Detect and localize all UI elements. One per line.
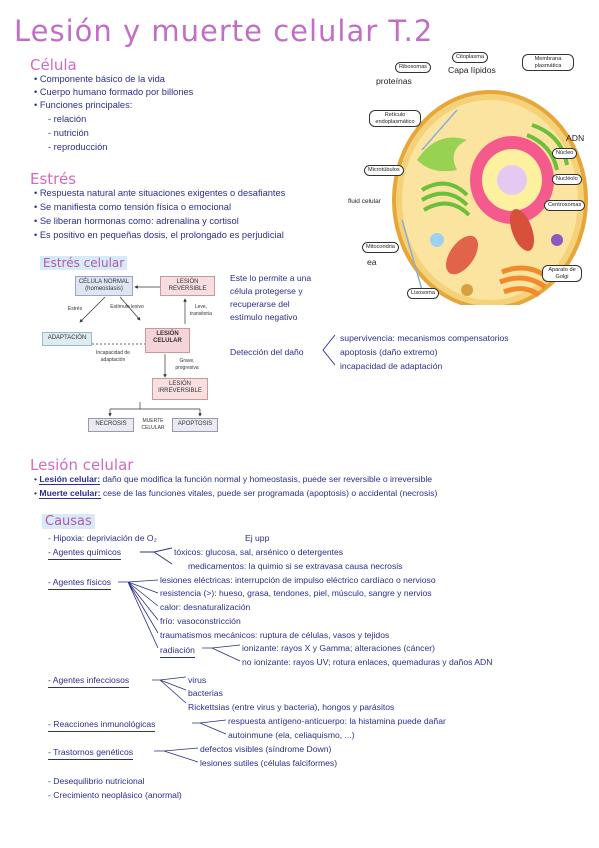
box-necrosis: NECROSIS [88,418,134,432]
causa-desequilibrio: - Desequilibrio nutricional [48,776,145,786]
causa-hipoxia-ej: Ej upp [245,533,270,543]
celula-sub-1: - relación [48,114,87,124]
causa-inmuno: - Reacciones inmunológicas [48,718,156,732]
cell-label-reticulo: Retículo endoplasmático [369,110,421,127]
quimicos-item-2: medicamentos: la quimio si se extravasa … [188,561,403,571]
cell-note-fluid: fluid celular [348,198,381,205]
celula-heading: Célula [30,56,77,74]
celula-item-1: • Componente básico de la vida [34,74,165,84]
note-line-4: estímulo negativo [230,312,298,322]
fisicos-item-1: lesiones eléctricas: interrupción de imp… [160,575,436,585]
estres-item-4: • Es positivo en pequeñas dosis, el prol… [34,230,284,240]
fisicos-item-5: traumatismos mecánicos: ruptura de célul… [160,630,390,640]
box-apoptosis: APOPTOSIS [172,418,218,432]
note-line-1: Este lo permite a una [230,273,312,283]
box-lesion-reversible: LESIÓN REVERSIBLE [160,276,215,296]
label-grave: Grave, progresiva [175,358,199,371]
celula-item-2: • Cuerpo humano formado por billones [34,87,194,97]
cell-label-mitocondria: Mitocondria [362,242,399,253]
celula-sub-3: - reproducción [48,142,108,152]
celula-item-3: • Funciones principales: [34,100,133,110]
inmuno-item-1: respuesta antígeno-anticuerpo: la histam… [228,716,446,726]
causa-geneticos: - Trastornos genéticos [48,746,134,760]
cell-illustration: Ribosomas Citoplasma Membrana plasmática… [348,50,592,305]
box-adaptacion: ADAPTACIÓN [42,332,92,346]
cell-drawing [392,90,588,305]
note-line-2: célula protegerse y [230,286,303,296]
fisicos-item-2: resistencia (>): hueso, grasa, tendones,… [160,588,432,598]
radiacion-bracket [202,644,241,662]
deteccion-label: Detección del daño [230,347,304,357]
geneticos-item-1: defectos visibles (síndrome Down) [200,744,332,754]
diagram-arrows [79,285,202,417]
causa-hipoxia: - Hipoxia: depriviación de O₂ [48,533,157,543]
fisicos-item-4: frío: vasoconstricción [160,616,241,626]
lesion-heading: Lesión celular [30,456,134,474]
lesion-item-2: • Muerte celular: cese de las funciones … [34,488,438,499]
cell-label-microtubulos: Microtúbulos [364,165,404,176]
inmuno-bracket [192,719,227,735]
causa-quimicos: - Agentes químicos [48,546,122,560]
estres-item-2: • Se manifiesta como tensión física o em… [34,202,232,212]
fisicos-bracket [118,579,159,649]
cell-label-ribosomas: Ribosomas [395,62,431,73]
cell-note-adn: ADN [566,133,585,143]
cell-label-golgi: Aparato de Golgi [542,265,582,282]
inmuno-item-2: autoinmune (ela, celiaquismo, ...) [228,730,355,740]
infecciosos-item-1: virus [188,675,207,685]
label-leve: Leve, transitoria [190,304,212,317]
estres-heading: Estrés [30,170,77,188]
cell-label-nucleolo: Nucléolo [552,174,582,185]
cell-label-membrana: Membrana plasmática [522,54,574,71]
radiacion-item-2: no ionizante: rayos UV; rotura enlaces, … [242,657,493,667]
label-incapacidad: Incapacidad de adaptación [96,350,130,363]
label-muerte-celular: MUERTE CELULAR [141,418,165,431]
cell-label-centrosomas: Centrosomas [544,200,586,211]
cell-note-mitocondria: ea [367,257,377,267]
deteccion-item-3: incapacidad de adaptación [340,361,443,371]
geneticos-item-2: lesiones sutiles (células falciformes) [200,758,338,768]
fisicos-item-6: radiación [160,644,195,658]
radiacion-item-1: ionizante: rayos X y Gamma; alteraciones… [242,643,435,653]
infecciosos-bracket [152,676,187,704]
causa-crecimiento: - Crecimiento neoplásico (anormal) [48,790,182,800]
deteccion-item-2: apoptosis (daño extremo) [340,347,438,357]
cell-label-citoplasma: Citoplasma [452,52,488,63]
lesion-item-1: • Lesión celular: daño que modifica la f… [34,474,433,485]
lesion-term-1: Lesión celular: [39,474,101,485]
label-estimulo: Estímulo lesivo [110,304,144,310]
label-estres: Estrés [67,306,83,312]
estres-item-1: • Respuesta natural ante situaciones exi… [34,188,286,198]
cell-label-lisosoma: Lisosoma [407,288,439,299]
cell-note-proteinas: proteínas [376,76,412,86]
cell-note-capa: Capa lípidos [448,65,496,75]
causas-heading: Causas [42,514,95,529]
celula-sub-2: - nutrición [48,128,89,138]
lesion-term-2: Muerte celular: [39,488,101,499]
box-lesion-irreversible: LESIÓN IRREVERSIBLE [152,378,208,400]
fisicos-item-3: calor: desnaturalización [160,602,251,612]
infecciosos-item-3: Rickettsias (entre virus y bacteria), ho… [188,702,395,712]
infecciosos-item-2: bacterias [188,688,223,698]
page-title: Lesión y muerte celular T.2 [14,14,434,48]
lesion-text-1: daño que modifica la función normal y ho… [102,474,433,484]
deteccion-bracket [322,334,336,366]
box-normal: CÉLULA NORMAL (homeostasis) [75,276,133,296]
deteccion-item-1: supervivencia: mecanismos compensatorios [340,333,509,343]
estres-item-3: • Se liberan hormonas como: adrenalina y… [34,216,239,226]
geneticos-bracket [154,747,199,763]
quimicos-item-1: tóxicos: glucosa, sal, arsénico o deterg… [174,547,344,557]
estres-celular-diagram: CÉLULA NORMAL (homeostasis) LESIÓN REVER… [40,272,225,442]
quimicos-bracket [140,547,173,565]
estres-celular-heading: Estrés celular [40,256,128,270]
causa-fisicos: - Agentes físicos [48,576,112,590]
cell-label-nucleo: Núcleo [552,148,578,159]
causa-infecciosos: - Agentes infecciosos [48,674,130,688]
box-lesion-celular: LESIÓN CELULAR [145,328,190,353]
note-line-3: recuperarse del [230,299,290,309]
lesion-text-2: cese de las funciones vitales, puede ser… [102,488,438,498]
